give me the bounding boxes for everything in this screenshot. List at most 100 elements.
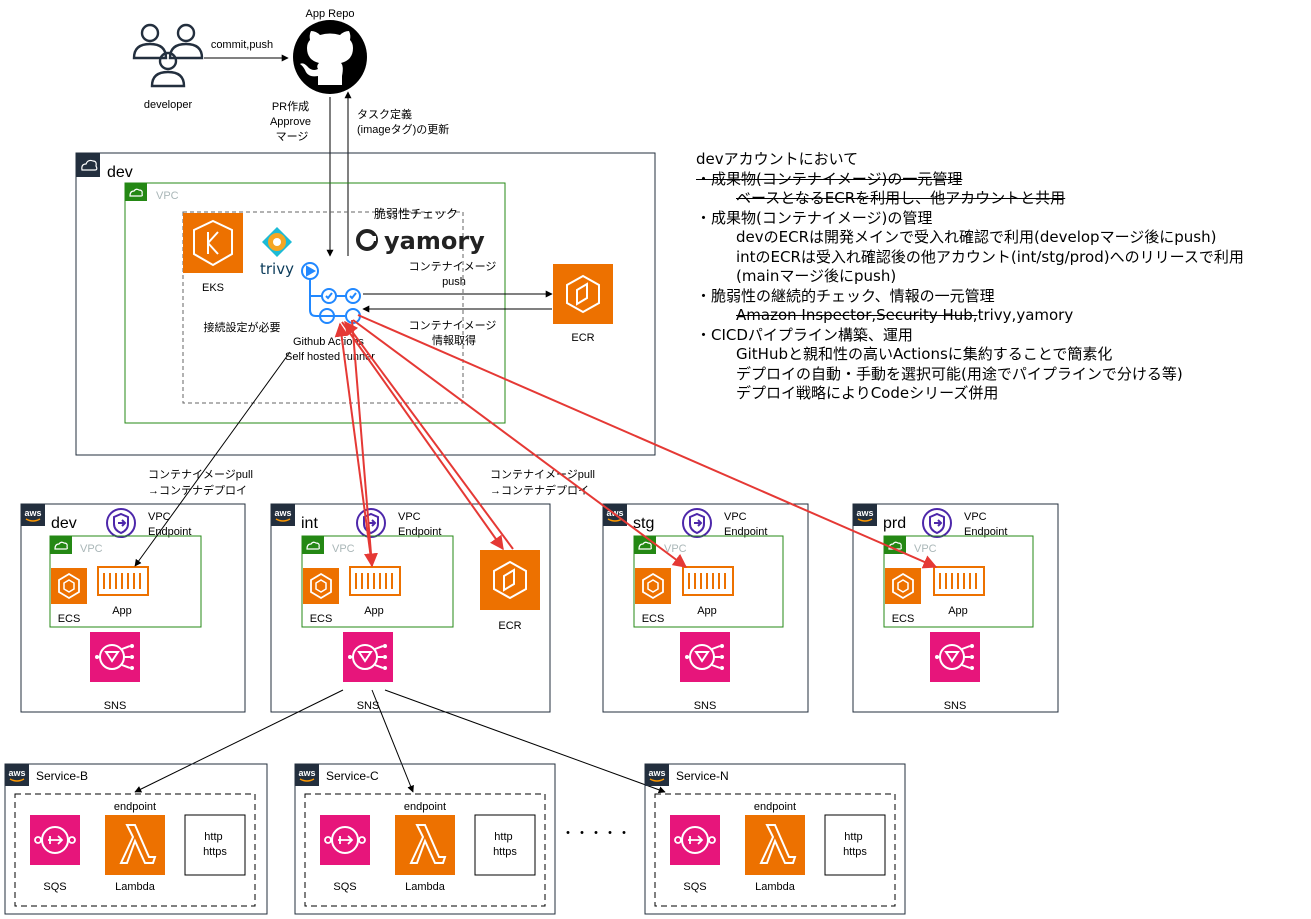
trivy-label: trivy: [260, 260, 294, 278]
env-int-ecs-label: ECS: [310, 613, 333, 625]
env-prd-sns-label: SNS: [944, 700, 967, 712]
vpc-endpoint-icon: [106, 508, 136, 538]
service-c-http-box: [474, 814, 536, 876]
env-prd-box: [852, 503, 1059, 713]
app-container-icon: [349, 566, 401, 596]
endpoint-line-2: Endpoint: [148, 526, 191, 538]
note-text: (mainマージ後にpush): [736, 267, 897, 285]
aws-logo-icon: [852, 503, 878, 527]
eks-label: EKS: [202, 282, 224, 294]
pull-right-line-1: コンテナイメージpull: [490, 468, 595, 481]
env-int-sns-label: SNS: [357, 700, 380, 712]
note-line: ・脆弱性の継続的チェック、情報の一元管理: [696, 287, 1306, 307]
developer-icon: [132, 23, 204, 88]
pr-line-1: PR作成: [272, 100, 309, 113]
note-text: GitHubと親和性の高いActionsに集約することで簡素化: [736, 345, 1113, 363]
endpoint-line-2: Endpoint: [724, 526, 767, 538]
env-dev-app-label: App: [112, 605, 132, 617]
int-ecr-icon: [479, 549, 541, 611]
note-line: ・成果物(コンテナイメージ)の一元管理: [696, 170, 1306, 190]
notes-panel: devアカウントにおいて・成果物(コンテナイメージ)の一元管理ベースとなるECR…: [696, 150, 1306, 404]
service-n-http-box: [824, 814, 886, 876]
sns-to-service-c-arrow: [371, 689, 414, 793]
env-int-app-label: App: [364, 605, 384, 617]
service-c-endpoint-label: endpoint: [404, 801, 446, 813]
note-line: devアカウントにおいて: [696, 150, 1306, 170]
aws-logo-icon: [294, 763, 320, 787]
note-suffix: trivy,yamory: [977, 306, 1074, 324]
pull-left-label: コンテナイメージpull →コンテナデプロイ: [148, 468, 256, 497]
note-text: ・CICDパイプライン構築、運用: [696, 325, 913, 344]
service-b-endpoint-box: [14, 793, 256, 907]
ecs-icon: [302, 567, 340, 605]
sqs-icon: [669, 814, 721, 866]
env-stg-ecs-label: ECS: [642, 613, 665, 625]
conn-setting-label: 接続設定が必要: [204, 320, 281, 334]
lambda-icon: [744, 814, 806, 876]
red-arrow-int-app: [351, 319, 378, 568]
service-b-box: [4, 763, 268, 915]
note-text: devのECRは開発メインで受入れ確認で利用(developマージ後にpush): [736, 228, 1217, 246]
http-line-2: https: [493, 846, 517, 858]
pull-left-line-1: コンテナイメージpull: [148, 468, 253, 481]
trivy-icon: [262, 227, 292, 257]
dev-vpc-label: VPC: [156, 190, 179, 202]
service-n-endpoint-label: endpoint: [754, 801, 796, 813]
pull-right-label: コンテナイメージpull →コンテナデプロイ: [490, 468, 598, 497]
note-line: ・CICDパイプライン構築、運用: [696, 326, 1306, 346]
red-arrow-stg: [352, 319, 688, 568]
note-line: ベースとなるECRを利用し、他アカウントと共用: [696, 189, 1306, 209]
env-int-vpc-box: [301, 535, 454, 628]
env-prd-vpc-label: VPC: [914, 543, 937, 555]
push-label: コンテナイメージ push: [409, 260, 500, 288]
dev-account-title: dev: [107, 164, 133, 181]
github-actions-icon: [301, 262, 361, 324]
env-prd-app-label: App: [948, 605, 968, 617]
note-text: デプロイの自動・手動を選択可能(用途でパイプラインで分ける等): [736, 364, 1183, 383]
aws-logo-icon: [270, 503, 296, 527]
env-dev-endpoint-label: VPC Endpoint: [148, 511, 191, 538]
push-line-1: コンテナイメージ: [409, 260, 497, 273]
gha-line-1: Github Actions: [293, 336, 364, 348]
service-b-lambda-label: Lambda: [115, 881, 156, 893]
env-int-ecr-label: ECR: [498, 620, 521, 632]
vpc-icon: [49, 535, 73, 555]
endpoint-line-1: VPC: [964, 511, 987, 523]
service-c-endpoint-box: [304, 793, 546, 907]
red-arrow-ecr-back: [344, 320, 514, 550]
dev-ecr-label: ECR: [571, 332, 594, 344]
app-container-icon: [933, 566, 985, 596]
pull-left-line-2: →コンテナデプロイ: [148, 483, 247, 497]
env-int-endpoint-label: VPC Endpoint: [398, 511, 441, 538]
sqs-icon: [29, 814, 81, 866]
env-int-title: int: [301, 515, 318, 532]
ecs-icon: [50, 567, 88, 605]
env-int-vpc-label: VPC: [332, 543, 355, 555]
app-container-icon: [97, 566, 149, 596]
ecs-icon: [634, 567, 672, 605]
service-n-endpoint-box: [654, 793, 896, 907]
note-text: ・成果物(コンテナイメージ)の管理: [696, 208, 933, 227]
http-line-2: https: [843, 846, 867, 858]
http-line-1: http: [844, 831, 862, 843]
http-line-1: http: [204, 831, 222, 843]
red-arrow-prd: [357, 314, 938, 569]
note-line: ・成果物(コンテナイメージ)の管理: [696, 209, 1306, 229]
lambda-icon: [394, 814, 456, 876]
sns-to-service-n-arrow: [384, 689, 666, 794]
service-b-endpoint-label: endpoint: [114, 801, 156, 813]
pr-line-3: マージ: [276, 131, 309, 143]
env-prd-title: prd: [883, 515, 906, 532]
app-container-icon: [682, 566, 734, 596]
task-def-line-2: (imageタグ)の更新: [357, 122, 449, 136]
dev-account-box: [75, 152, 656, 456]
vpc-icon: [124, 182, 148, 202]
env-prd-ecs-label: ECS: [892, 613, 915, 625]
red-arrow-int-ecr: [341, 321, 504, 551]
env-dev-sns-label: SNS: [104, 700, 127, 712]
ecs-icon: [884, 567, 922, 605]
note-line: デプロイの自動・手動を選択可能(用途でパイプラインで分ける等): [696, 365, 1306, 385]
env-prd-endpoint-label: VPC Endpoint: [964, 511, 1007, 538]
sns-icon: [929, 631, 981, 683]
yamory-text: yamory: [384, 227, 485, 255]
